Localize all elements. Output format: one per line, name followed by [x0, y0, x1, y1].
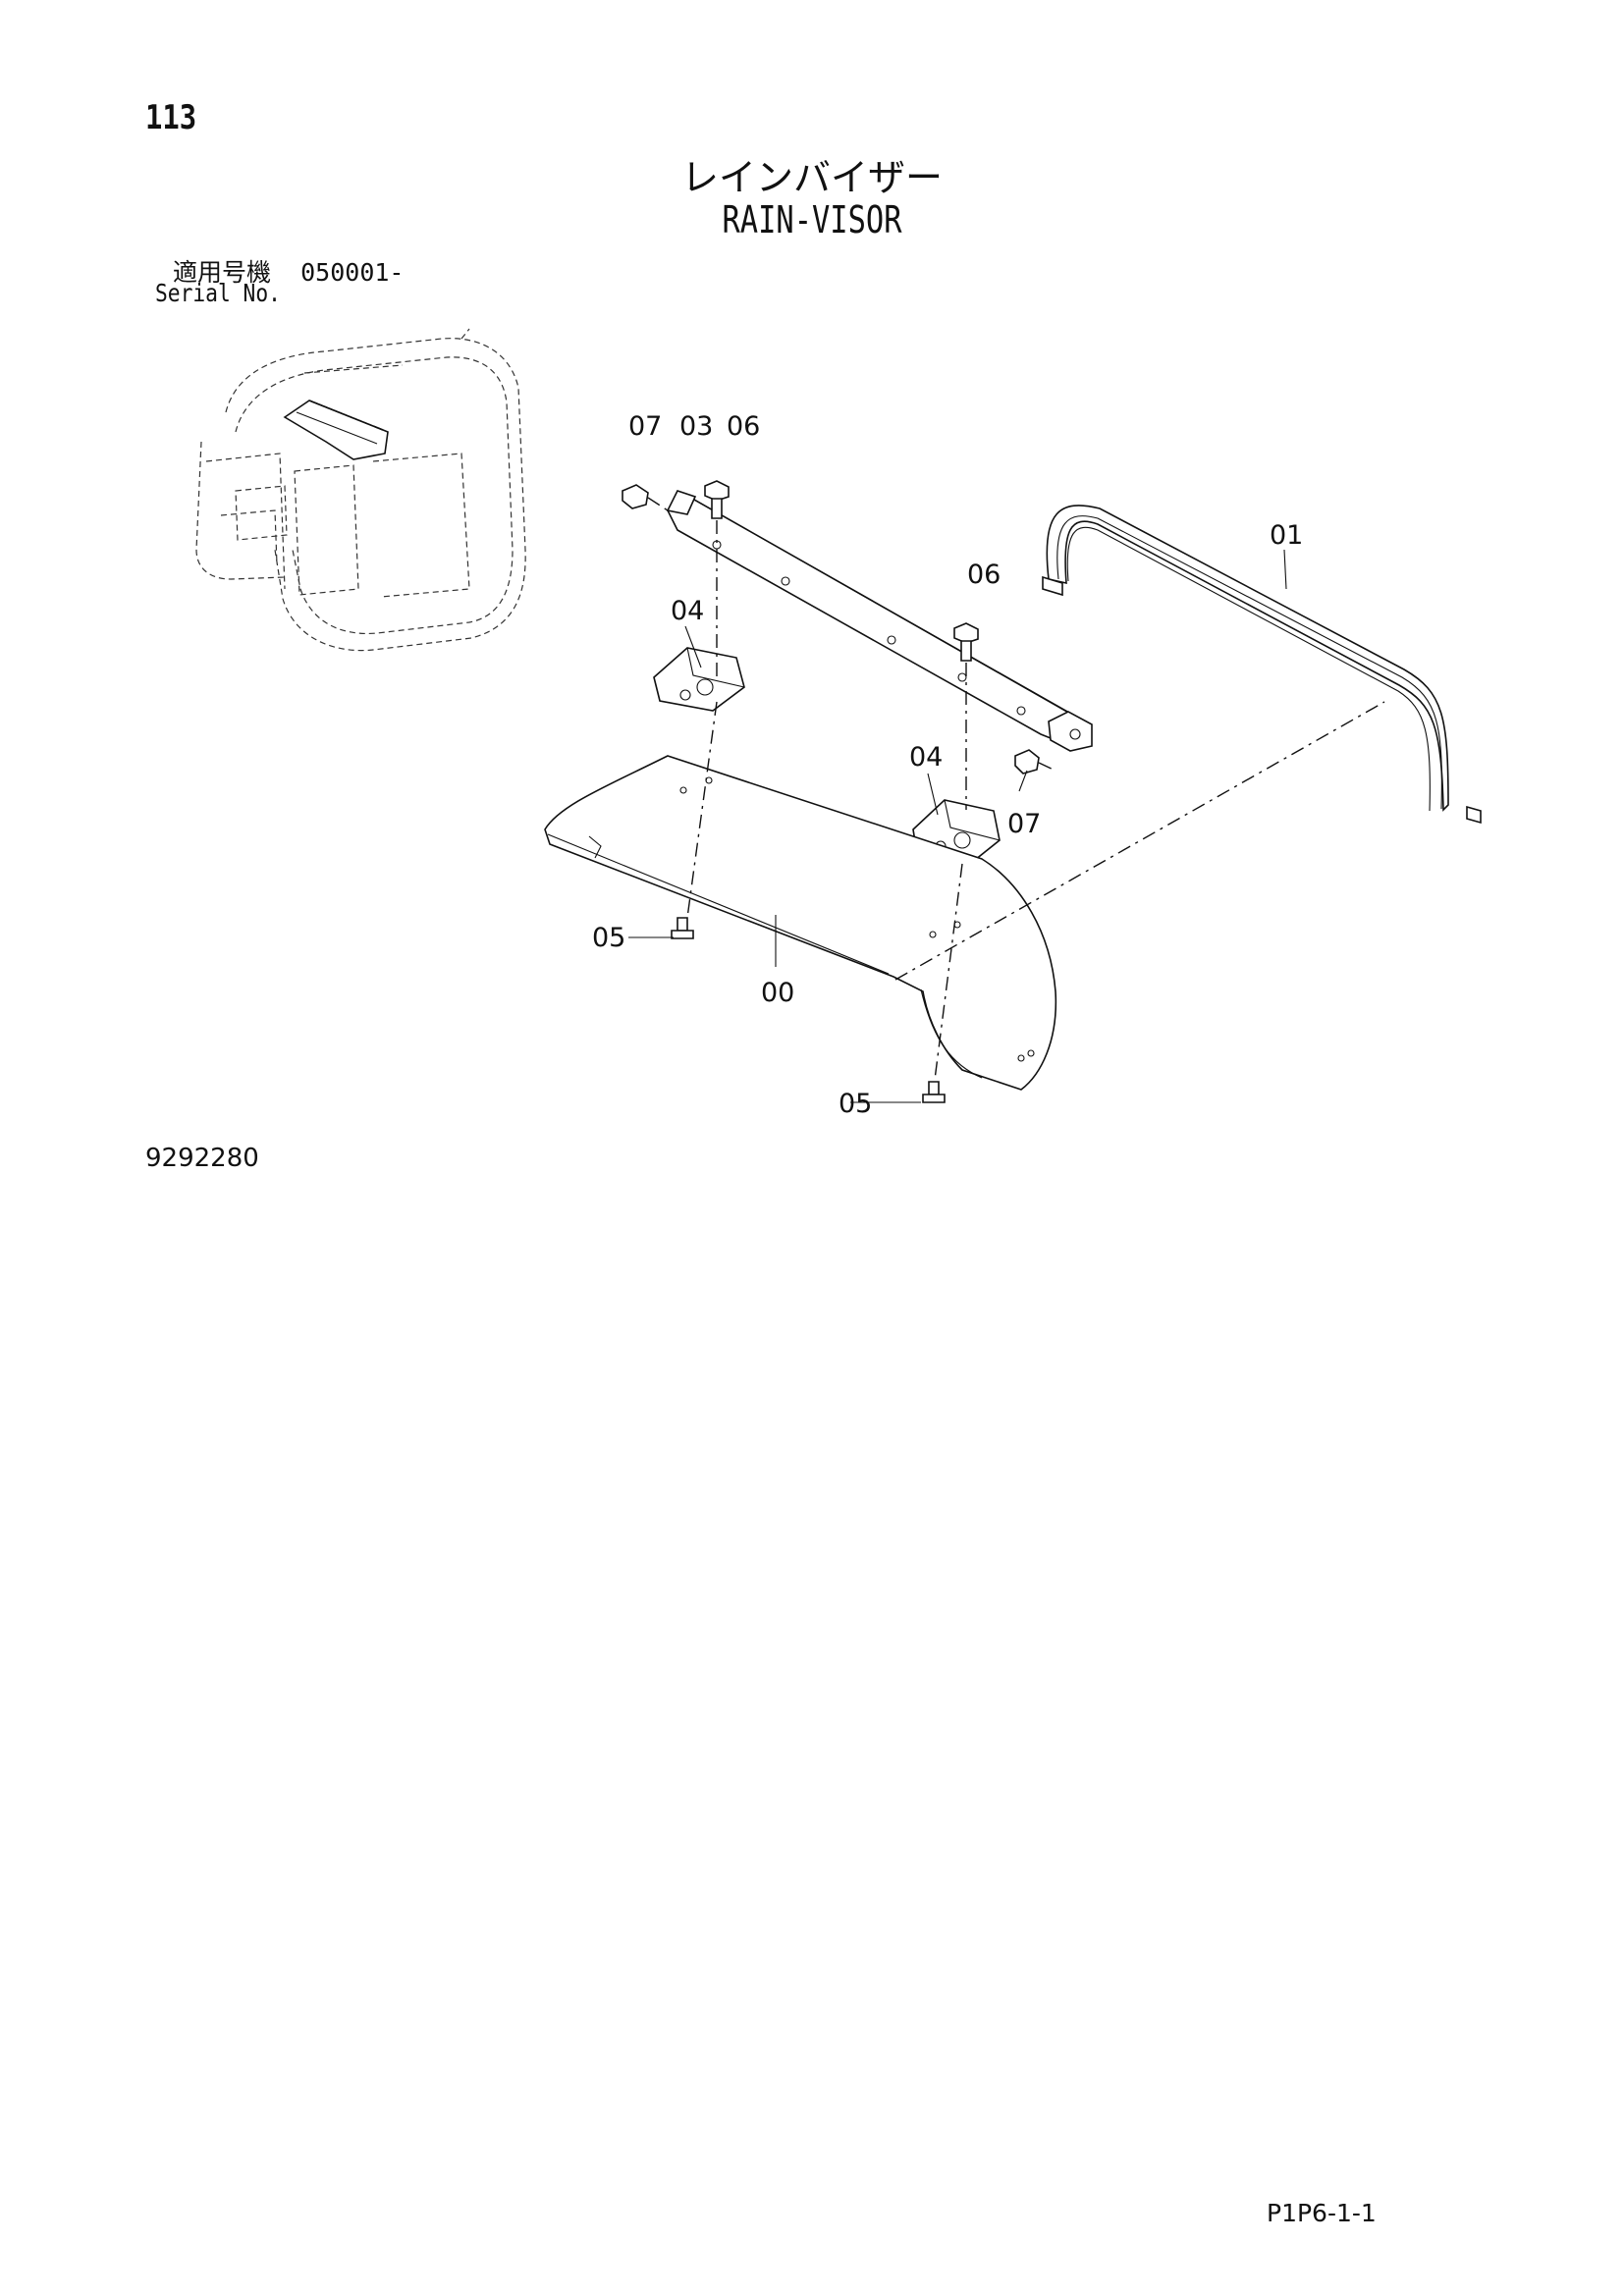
callout-04-left: 04: [671, 596, 704, 626]
assembly-lines: [647, 497, 1385, 1081]
page-number: 113: [145, 98, 197, 137]
serial-label-japanese: 適用号機: [173, 258, 272, 287]
callout-04-right: 04: [909, 742, 943, 773]
callout-07-lower: 07: [1007, 809, 1041, 839]
part-05-screw-right: [922, 1081, 946, 1103]
callout-00: 00: [761, 978, 794, 1008]
callout-07-upper: 07: [628, 411, 662, 442]
callout-03: 03: [679, 411, 713, 442]
part-00-visor-panel: [544, 755, 1057, 1091]
callout-01: 01: [1270, 520, 1303, 551]
part-07-nut-lower: [1014, 749, 1040, 774]
callout-05-right: 05: [839, 1089, 872, 1119]
callout-06-lower: 06: [967, 560, 1001, 590]
part-06-bolt-upper: [704, 480, 730, 519]
cab-locator-sketch: [195, 328, 526, 652]
part-04-block-left: [653, 647, 745, 712]
part-05-screw-left: [671, 917, 694, 939]
drawing-number: 9292280: [145, 1144, 259, 1173]
serial-label-english: Serial No.: [155, 279, 281, 307]
title-english: RAIN-VISOR: [722, 198, 902, 241]
part-07-nut-upper: [622, 484, 649, 509]
part-06-bolt-lower: [953, 622, 979, 662]
callout-06-upper: 06: [727, 411, 760, 442]
page-code: P1P6-1-1: [1267, 2199, 1377, 2227]
part-01-seal: [1042, 505, 1482, 825]
leader-lines: [628, 549, 1287, 1103]
part-03-bracket: [666, 490, 1093, 752]
callout-05-left: 05: [592, 923, 625, 953]
serial-range: 050001-: [300, 258, 405, 287]
callout-labels: 07 03 06 01 06 04 04 07 05 00 05: [592, 411, 1303, 1119]
title-japanese: レインバイザー: [680, 156, 943, 199]
serial-applicability: 適用号機 050001-: [173, 253, 404, 289]
